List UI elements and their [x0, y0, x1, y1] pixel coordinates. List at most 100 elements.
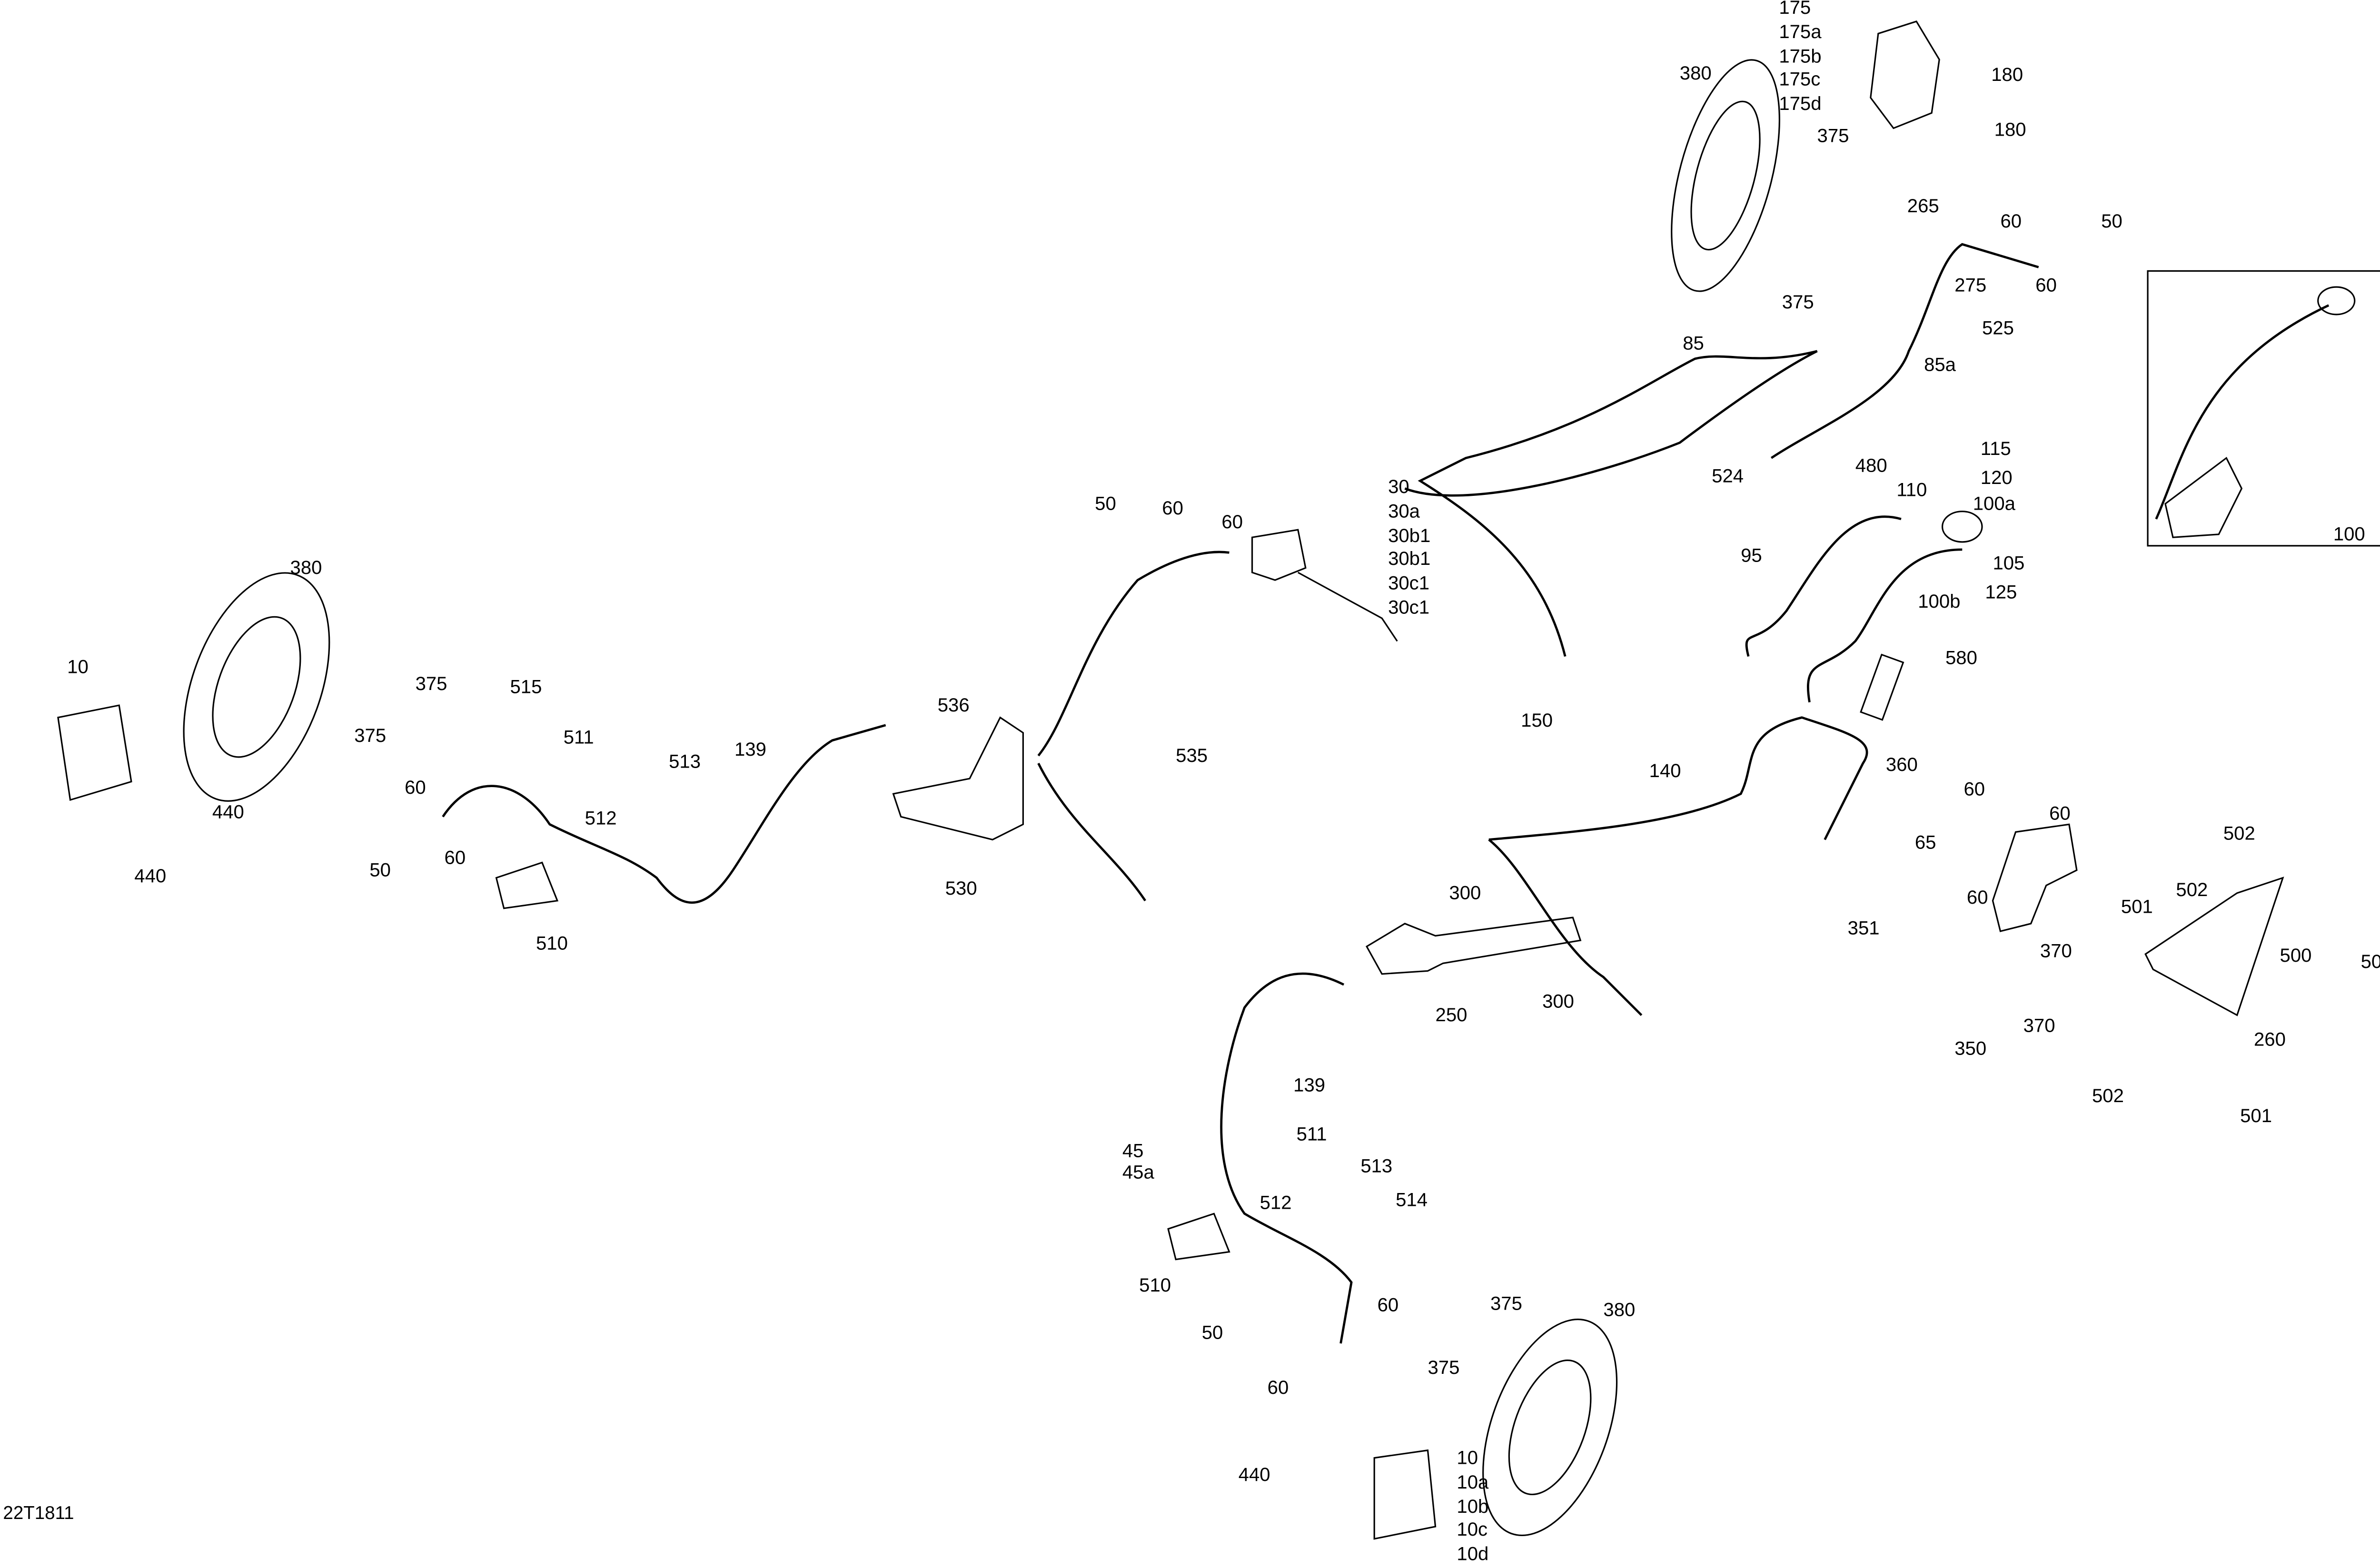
callout-label: 60	[1267, 1377, 1289, 1399]
sensor-bracket-2	[1167, 1213, 1230, 1261]
callout-label: 375	[415, 673, 447, 695]
callout-label: 502	[2176, 879, 2208, 901]
callout-label: 10b	[1457, 1495, 1489, 1517]
callout-label: 300	[1542, 990, 1574, 1012]
callout-label: 125	[1985, 582, 2017, 603]
inset-box-100	[2147, 270, 2380, 547]
callout-label: 370	[2023, 1015, 2055, 1037]
callout-label: 370	[2040, 940, 2072, 962]
front-caliper-right	[1373, 1449, 1437, 1540]
callout-label: 10	[1457, 1447, 1478, 1469]
callout-label: 375	[1817, 125, 1849, 147]
callout-label: 515	[510, 676, 542, 698]
rear-caliper	[1870, 20, 1940, 129]
callout-label: 530	[945, 878, 977, 899]
callout-label: 10	[67, 656, 89, 678]
callout-label: 300	[1449, 882, 1481, 904]
callout-label: 501	[2240, 1105, 2272, 1127]
callout-label: 30b1	[1388, 548, 1431, 570]
callout-label: 175c	[1779, 69, 1821, 91]
callout-label: 120	[1980, 467, 2013, 489]
callout-label: 60	[1162, 497, 1183, 519]
callout-label: 60	[2035, 275, 2057, 296]
callout-label: 512	[585, 808, 617, 829]
callout-label: 85a	[1924, 354, 1956, 376]
heel-guard	[2144, 877, 2284, 1016]
callout-label: 100a	[1973, 493, 2015, 515]
callout-label: 110	[1896, 479, 1927, 501]
callout-label: 139	[1293, 1075, 1326, 1096]
callout-label: 580	[1945, 647, 1977, 669]
callout-label: 60	[405, 777, 426, 799]
callout-label: 440	[134, 865, 167, 887]
callout-label: 536	[937, 694, 970, 716]
front-master-cylinder	[1251, 529, 1398, 642]
callout-label: 380	[290, 557, 322, 579]
callout-label: 95	[1741, 545, 1762, 567]
callout-stack-10: 10 10a 10b 10c 10d	[1457, 1447, 1488, 1568]
callout-label: 510	[1139, 1274, 1171, 1296]
callout-label: 380	[1679, 62, 1712, 84]
callout-label: 45a	[1122, 1162, 1154, 1183]
abs-bracket	[892, 716, 1024, 841]
hose-580	[1860, 653, 1904, 721]
callout-label: 275	[1954, 275, 1987, 296]
callout-label: 30c1	[1388, 597, 1430, 619]
brake-rotor-rear	[1671, 59, 1780, 292]
callout-label: 175b	[1779, 45, 1822, 67]
brake-rotor-front-right	[1482, 1318, 1618, 1537]
callout-label: 265	[1907, 195, 1939, 217]
callout-label: 50	[1201, 1322, 1223, 1344]
callout-label: 60	[444, 847, 466, 869]
callout-label: 50	[2101, 210, 2122, 232]
callout-label: 50	[369, 859, 391, 881]
callout-label: 525	[1982, 317, 2014, 339]
callout-label: 380	[1603, 1299, 1636, 1321]
callout-label: 501	[2121, 896, 2153, 918]
callout-label: 60	[1221, 511, 1243, 533]
callout-label: 375	[1428, 1357, 1460, 1379]
reservoir	[1941, 511, 1983, 543]
callout-label: 30	[1388, 476, 1409, 498]
callout-label: 65	[1914, 832, 1936, 854]
callout-label: 30b1	[1388, 524, 1431, 546]
callout-label: 502	[2223, 823, 2255, 845]
callout-label: 510	[536, 933, 568, 954]
diagram-reference: 22T1811	[3, 1502, 74, 1524]
brake-lines	[442, 243, 2330, 1344]
callout-label: 514	[1396, 1189, 1428, 1211]
front-caliper-left	[57, 704, 132, 801]
callout-label: 45	[1122, 1140, 1144, 1162]
callout-label: 105	[1993, 552, 2025, 574]
callout-label: 375	[1782, 291, 1814, 313]
brake-rotor-front-left	[183, 572, 330, 802]
callout-label: 10a	[1457, 1471, 1489, 1493]
callout-label: 30a	[1388, 500, 1420, 522]
callout-stack-30: 30 30a 30b1 30b1 30c1 30c1	[1388, 476, 1430, 621]
callout-label: 50	[1095, 493, 1116, 515]
callout-label: 60	[2000, 210, 2022, 232]
callout-label: 440	[212, 801, 244, 823]
callout-label: 351	[1847, 917, 1880, 939]
callout-stack-175: 175 175a 175b 175c 175d	[1779, 0, 1821, 118]
callout-label: 511	[563, 727, 594, 748]
callout-label: 180	[1991, 64, 2023, 86]
callout-label: 100b	[1918, 591, 1961, 612]
callout-label: 360	[1885, 754, 1918, 776]
callout-label: 440	[1238, 1464, 1270, 1486]
callout-label: 524	[1712, 465, 1744, 487]
callout-label: 480	[1855, 454, 1887, 476]
callout-label: 175d	[1779, 93, 1822, 115]
callout-label: 250	[1435, 1004, 1468, 1026]
callout-label: 535	[1176, 745, 1208, 767]
callout-label: 60	[1964, 779, 1985, 800]
callout-label: 60	[2049, 803, 2071, 825]
callout-stack-45: 45 45a	[1122, 1140, 1154, 1183]
callout-label: 502	[2092, 1085, 2124, 1107]
callout-label: 60	[1966, 887, 1988, 908]
callout-label: 260	[2254, 1029, 2286, 1051]
callout-label: 175	[1779, 0, 1811, 19]
callout-label: 139	[734, 739, 766, 760]
callout-label: 375	[354, 725, 387, 747]
